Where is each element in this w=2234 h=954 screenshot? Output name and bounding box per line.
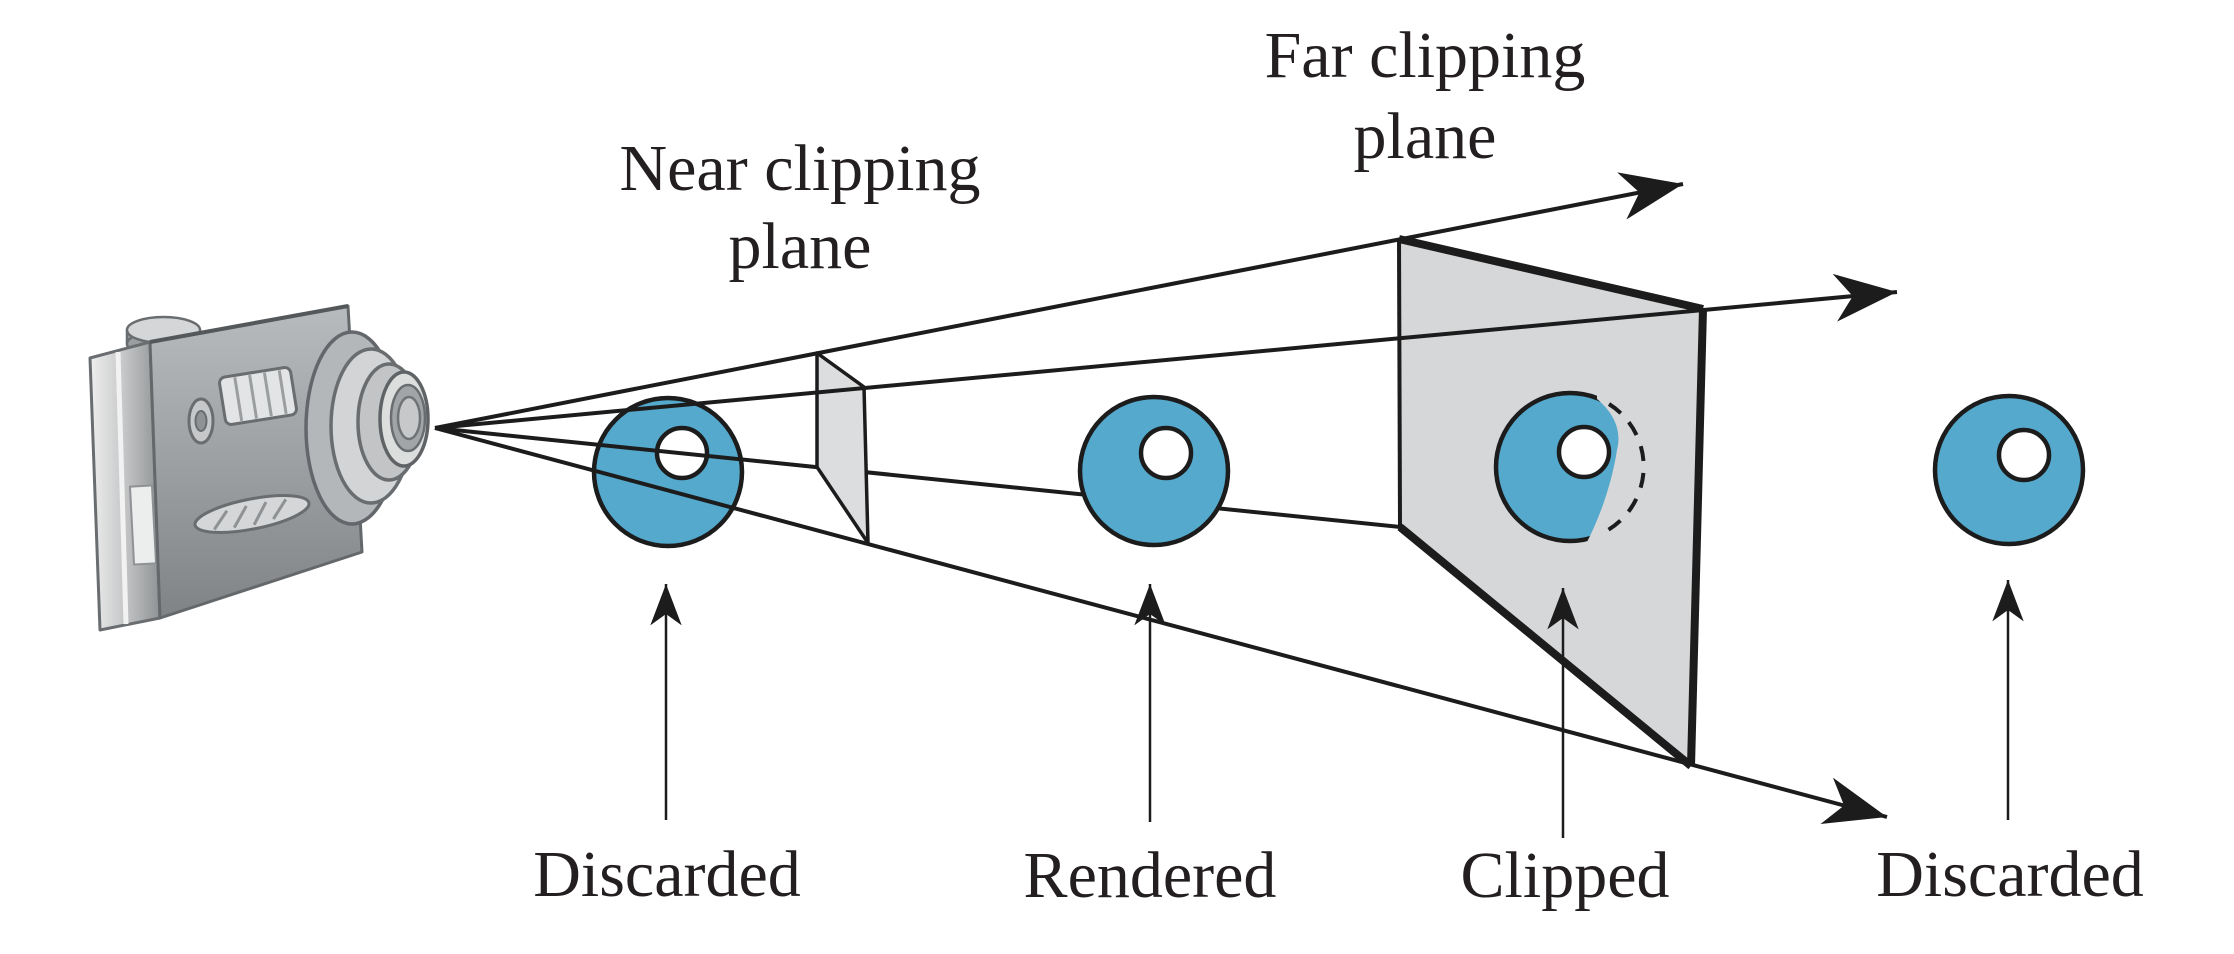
far-plane-label-line1: Far clipping [1265,19,1586,92]
frustum-ray-top [434,172,1684,430]
torus-discarded-far [1932,393,2086,547]
near-plane-label-line1: Near clipping [619,132,980,205]
label-discarded-near: Discarded [533,838,801,911]
near-plane-label-line2: plane [729,210,872,283]
frustum-ray-lower [434,426,1401,529]
camera-lens [304,330,430,526]
camera-side-highlight [115,351,129,625]
near-clipping-plane [815,351,870,545]
camera-illustration [88,304,430,632]
far-plane-label-line2: plane [1354,100,1497,173]
camera-grill [193,494,311,534]
camera-dial [187,397,215,445]
frustum-ray-upper [434,273,1898,430]
label-rendered: Rendered [1024,839,1277,912]
camera-flash-panel [218,366,298,426]
torus-discarded-near [591,395,745,549]
camera-top-edge [149,304,349,344]
label-clipped: Clipped [1461,839,1670,912]
label-discarded-far: Discarded [1876,838,2144,911]
camera-side-notch [128,484,158,566]
torus-rendered [1077,394,1231,548]
